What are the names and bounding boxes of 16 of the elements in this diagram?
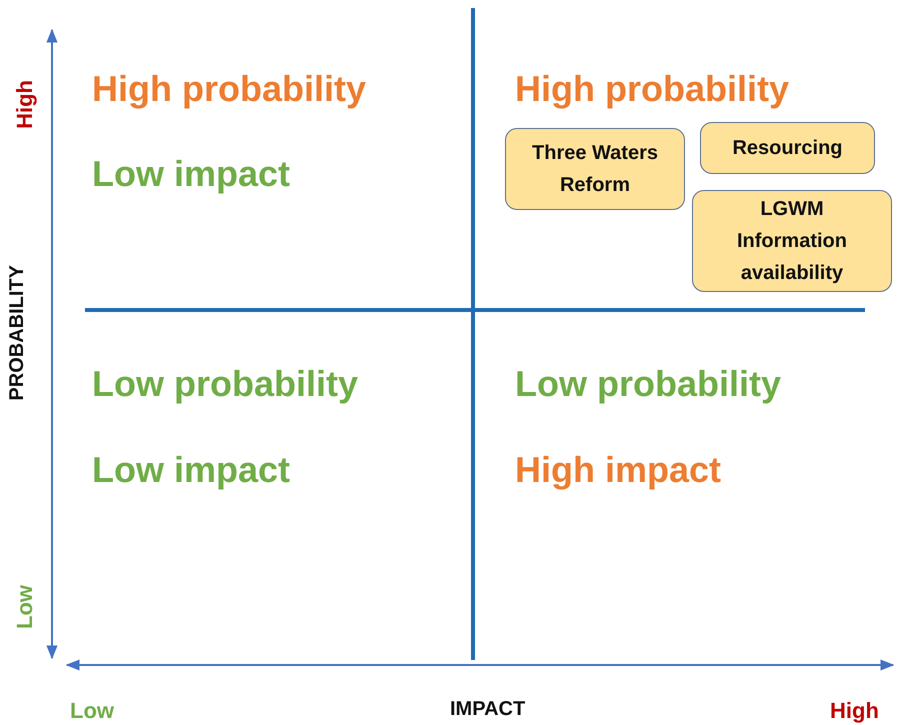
quadrant-label: High probability xyxy=(515,68,789,110)
axis-label: High xyxy=(12,80,38,129)
quadrant-label: Low impact xyxy=(92,153,290,195)
axis-label: High xyxy=(830,698,879,724)
quadrant-label: Low probability xyxy=(515,363,781,405)
quadrant-label: High probability xyxy=(92,68,366,110)
axis-title: PROBABILITY xyxy=(6,265,29,401)
quadrant-label: High impact xyxy=(515,449,722,491)
axis-label: Low xyxy=(70,698,114,724)
axis-title: IMPACT xyxy=(450,698,526,721)
axis-label: Low xyxy=(12,585,38,629)
quadrant-label: Low impact xyxy=(92,449,290,491)
quadrant-label: Low probability xyxy=(92,363,358,405)
risk-box: LGWM Information availability xyxy=(692,190,892,292)
risk-box: Three Waters Reform xyxy=(505,128,685,210)
risk-box: Resourcing xyxy=(700,122,875,174)
